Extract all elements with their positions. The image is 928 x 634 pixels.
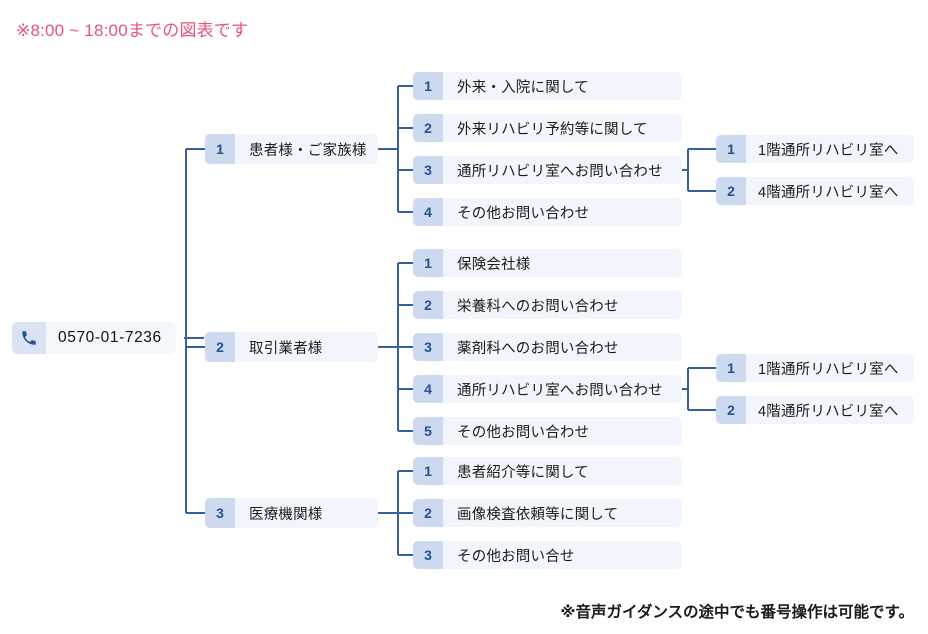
menu-node-l2-2-2[interactable]: 2 栄養科へのお問い合わせ: [413, 291, 682, 319]
menu-node-l3-2-4-2[interactable]: 2 4階通所リハビリ室へ: [716, 396, 914, 424]
header-note: ※8:00 ~ 18:00までの図表です: [16, 21, 249, 40]
node-label: 薬剤科へのお問い合わせ: [457, 340, 619, 357]
menu-node-l2-3-1[interactable]: 1 患者紹介等に関して: [413, 457, 682, 485]
node-number-badge: 2: [716, 396, 746, 424]
root-phone-number: 0570-01-7236: [58, 329, 162, 346]
node-number-badge: 1: [205, 134, 235, 164]
menu-node-l2-3-2[interactable]: 2 画像検査依頼等に関して: [413, 499, 682, 527]
menu-node-l3-1-3-1[interactable]: 1 1階通所リハビリ室へ: [716, 135, 914, 163]
node-number-badge: 1: [413, 457, 443, 485]
menu-node-l2-3-3[interactable]: 3 その他お問い合せ: [413, 541, 682, 569]
node-label: その他お問い合せ: [457, 548, 575, 565]
node-number-badge: 2: [205, 332, 235, 362]
node-number-badge: 1: [716, 135, 746, 163]
node-label: 保険会社様: [457, 256, 531, 273]
node-number-badge: 4: [413, 198, 443, 226]
node-label: 4階通所リハビリ室へ: [758, 184, 899, 201]
node-number-badge: 1: [716, 354, 746, 382]
menu-node-l2-2-1[interactable]: 1 保険会社様: [413, 249, 682, 277]
menu-node-l2-1-2[interactable]: 2 外来リハビリ予約等に関して: [413, 114, 682, 142]
node-label: その他お問い合わせ: [457, 424, 590, 441]
node-number-badge: 5: [413, 417, 443, 445]
node-label: 外来リハビリ予約等に関して: [457, 121, 648, 138]
node-label: 1階通所リハビリ室へ: [758, 142, 899, 159]
node-label: 患者紹介等に関して: [457, 464, 589, 481]
menu-node-l1-2[interactable]: 2 取引業者様: [205, 332, 378, 362]
root-phone-node[interactable]: 0570-01-7236: [12, 322, 176, 354]
node-label: 取引業者様: [249, 340, 323, 357]
menu-node-l3-1-3-2[interactable]: 2 4階通所リハビリ室へ: [716, 177, 914, 205]
node-number-badge: 2: [413, 291, 443, 319]
node-number-badge: 2: [413, 114, 443, 142]
menu-node-l2-1-1[interactable]: 1 外来・入院に関して: [413, 72, 682, 100]
node-label: 患者様・ご家族様: [249, 142, 367, 159]
node-number-badge: 3: [413, 541, 443, 569]
menu-node-l2-1-4[interactable]: 4 その他お問い合わせ: [413, 198, 682, 226]
node-label: 通所リハビリ室へお問い合わせ: [457, 382, 663, 399]
node-label: 外来・入院に関して: [457, 79, 589, 96]
menu-node-l2-2-5[interactable]: 5 その他お問い合わせ: [413, 417, 682, 445]
node-label: その他お問い合わせ: [457, 205, 590, 222]
node-label: 画像検査依頼等に関して: [457, 506, 619, 523]
menu-node-l2-2-4[interactable]: 4 通所リハビリ室へお問い合わせ: [413, 375, 682, 403]
node-label: 1階通所リハビリ室へ: [758, 361, 899, 378]
menu-node-l3-2-4-1[interactable]: 1 1階通所リハビリ室へ: [716, 354, 914, 382]
node-number-badge: 1: [413, 72, 443, 100]
menu-node-l2-1-3[interactable]: 3 通所リハビリ室へお問い合わせ: [413, 156, 682, 184]
menu-node-l2-2-3[interactable]: 3 薬剤科へのお問い合わせ: [413, 333, 682, 361]
node-number-badge: 4: [413, 375, 443, 403]
node-number-badge: 2: [413, 499, 443, 527]
node-number-badge: 3: [413, 156, 443, 184]
node-label: 栄養科へのお問い合わせ: [457, 298, 619, 315]
node-number-badge: 1: [413, 249, 443, 277]
node-number-badge: 3: [413, 333, 443, 361]
node-label: 医療機関様: [249, 506, 323, 523]
menu-node-l1-1[interactable]: 1 患者様・ご家族様: [205, 134, 378, 164]
node-number-badge: 3: [205, 498, 235, 528]
node-label: 通所リハビリ室へお問い合わせ: [457, 163, 663, 180]
footer-note: ※音声ガイダンスの途中でも番号操作は可能です。: [560, 604, 914, 621]
menu-node-l1-3[interactable]: 3 医療機関様: [205, 498, 378, 528]
phone-icon: [12, 322, 46, 354]
node-label: 4階通所リハビリ室へ: [758, 403, 899, 420]
node-number-badge: 2: [716, 177, 746, 205]
